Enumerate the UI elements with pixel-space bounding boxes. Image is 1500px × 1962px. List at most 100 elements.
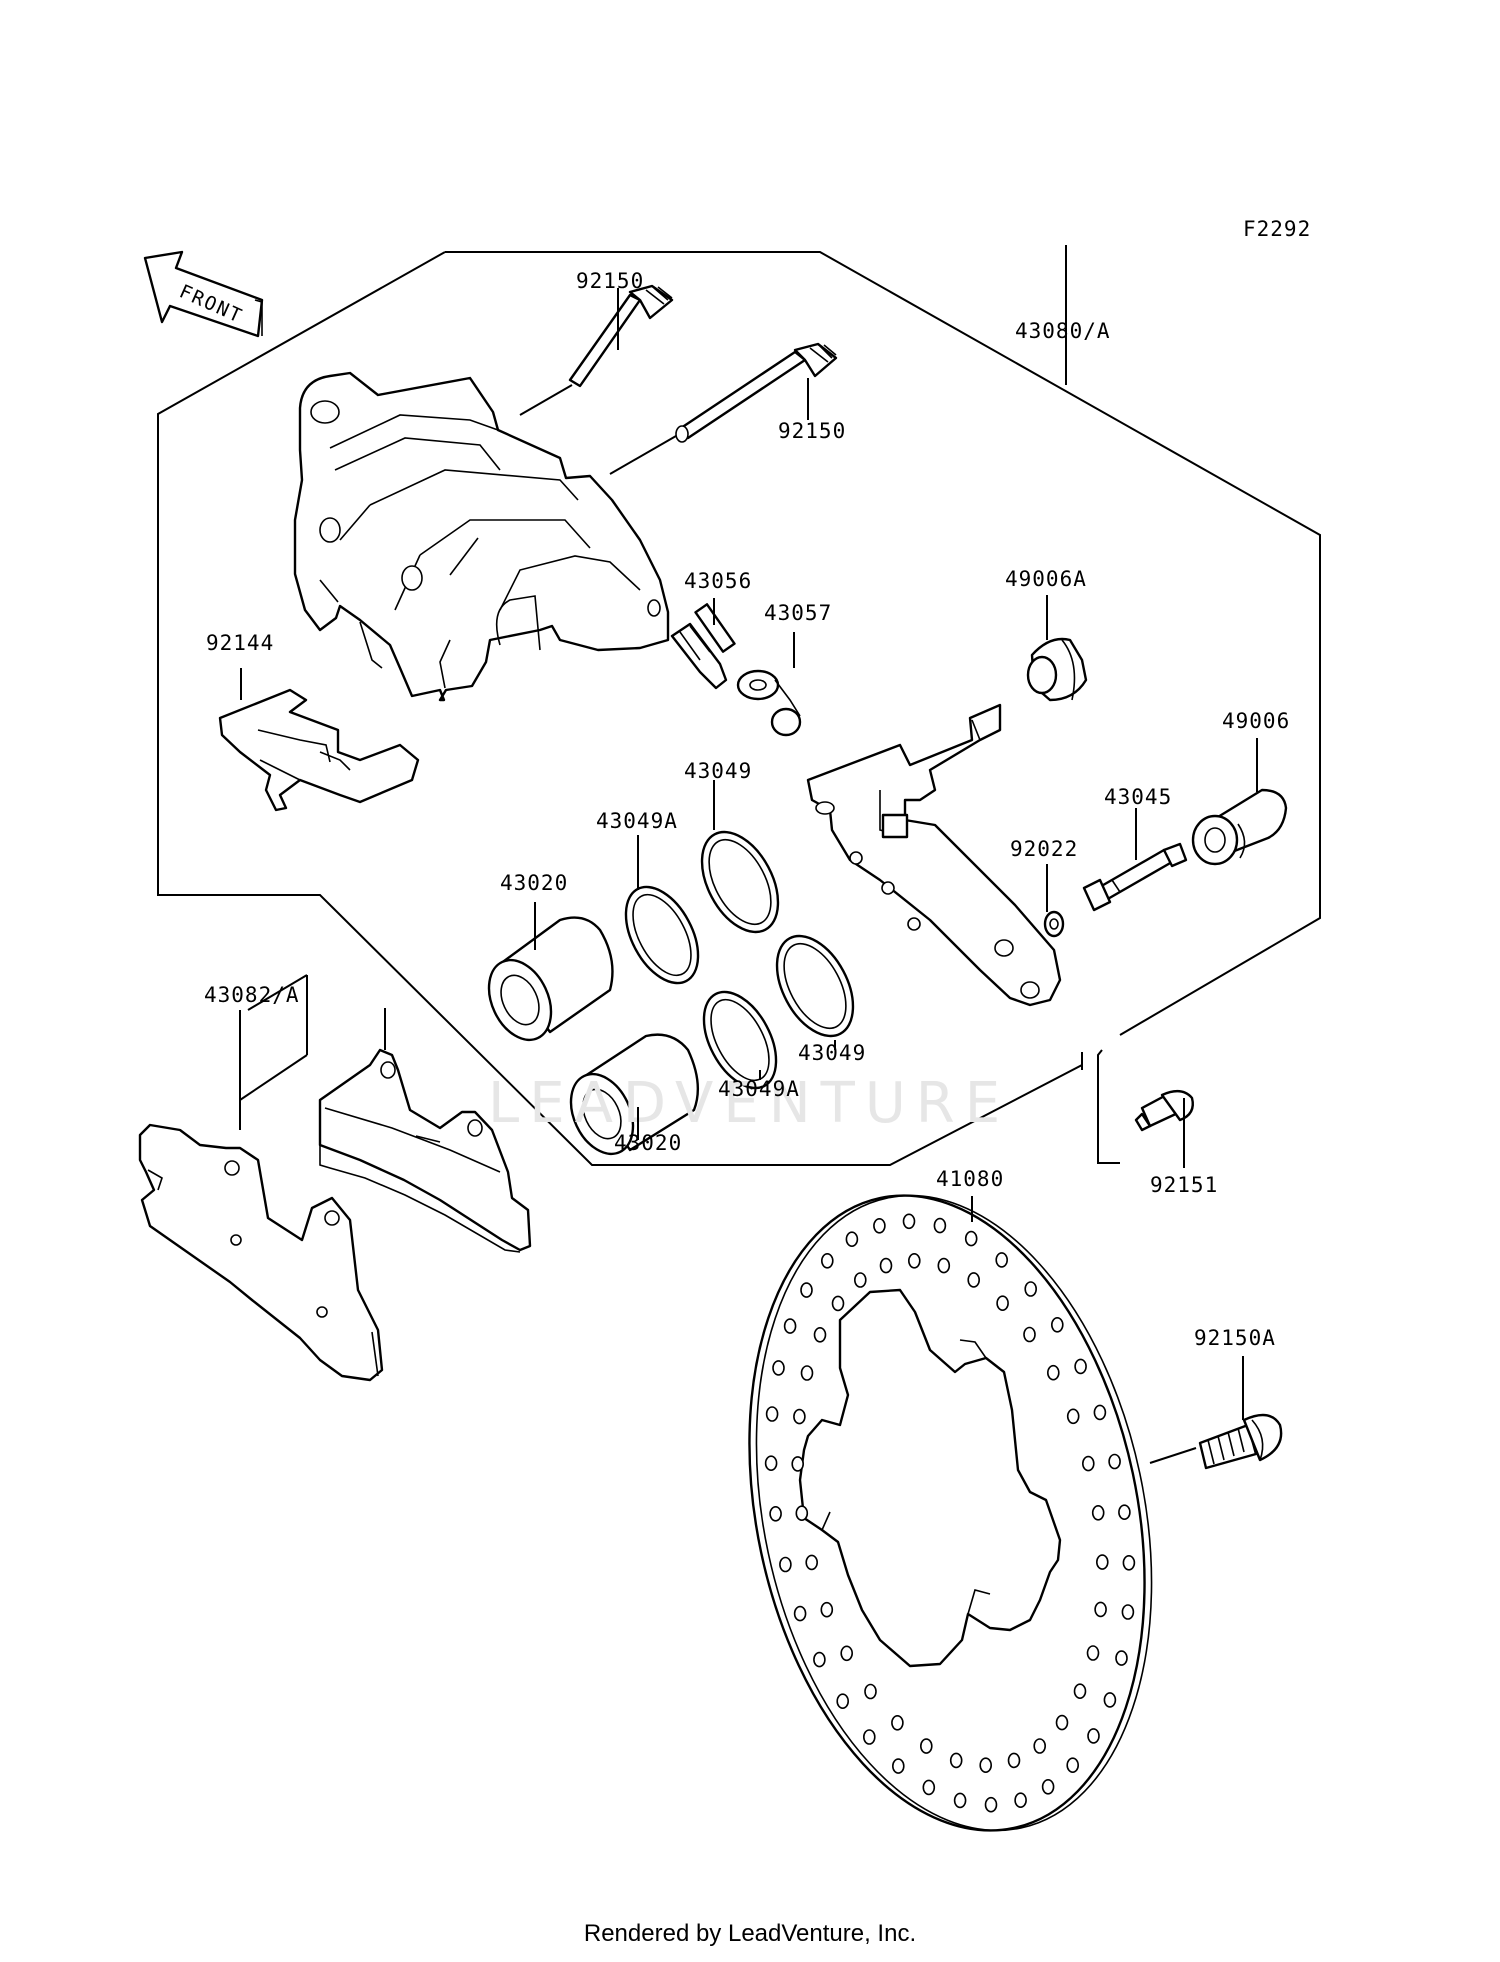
disc-hole [1082, 1455, 1095, 1472]
disc-hole [1122, 1555, 1136, 1571]
pad-leader [247, 974, 308, 1011]
disc-hole [845, 1231, 859, 1247]
callout-43056: 43056 [684, 569, 752, 593]
seal-43049a-upper [624, 885, 700, 985]
callout-49006a: 49006A [1005, 567, 1087, 591]
disc-hole [1033, 1738, 1046, 1754]
piston-lower [569, 1033, 700, 1156]
leader-line [609, 435, 677, 475]
disc-hole [805, 1554, 819, 1571]
piston-upper [487, 916, 614, 1042]
washer-92022-hole [1049, 918, 1059, 930]
callout-41080: 41080 [936, 1167, 1004, 1191]
callout-43020-lower: 43020 [614, 1131, 682, 1155]
callout-43045: 43045 [1104, 785, 1172, 809]
disc-hole [996, 1295, 1009, 1311]
disc-hole [953, 1792, 967, 1809]
disc-hole [831, 1295, 845, 1312]
disc-hole [813, 1651, 826, 1668]
disc-hole [907, 1253, 921, 1269]
disc-hole [1051, 1317, 1064, 1333]
callout-labels: 92150 92150 43080/A 43056 43057 49006A 9… [204, 269, 1289, 1350]
disc-hole [813, 1327, 827, 1343]
disc-hole [891, 1715, 904, 1731]
disc-hole [879, 1257, 893, 1274]
leader-line [519, 384, 573, 416]
disc-bolt [1198, 1413, 1283, 1470]
disc-hole [862, 1729, 876, 1745]
disc-hole [820, 1601, 834, 1618]
callout-43080: 43080/A [1015, 319, 1111, 343]
callout-43082: 43082/A [204, 983, 300, 1007]
disc-hole [836, 1693, 850, 1709]
disc-hole [1023, 1326, 1036, 1343]
disc-hole [1115, 1650, 1128, 1666]
disc-hole [933, 1217, 947, 1234]
brake-disc [748, 1194, 1153, 1832]
disc-hole [1007, 1752, 1021, 1769]
disc-hole [873, 1218, 886, 1234]
brake-pad-friction [318, 1048, 532, 1253]
disc-hole [1091, 1505, 1105, 1521]
disc-hole [864, 1683, 877, 1700]
disc-hole [1014, 1792, 1027, 1808]
caliper-assembly-outline [157, 251, 1321, 1166]
disc-hole [1096, 1554, 1109, 1570]
bolt-92151 [1134, 1090, 1194, 1132]
disc-hole [891, 1758, 905, 1774]
bleeder-valve [670, 603, 736, 690]
disc-hole [793, 1605, 807, 1622]
disc-hole [995, 1252, 1009, 1268]
disc-hole [793, 1408, 806, 1425]
disc-hole [1066, 1408, 1080, 1425]
boot-49006a [1026, 637, 1088, 702]
slide-pin-lower [675, 342, 838, 443]
disc-hole [840, 1645, 854, 1662]
disc-hole [820, 1253, 834, 1269]
disc-hole [853, 1272, 867, 1288]
disc-hole [1108, 1453, 1121, 1470]
seal-43049-lower [775, 934, 855, 1038]
caliper-body [293, 371, 670, 702]
seal-43049-upper [700, 830, 780, 934]
disc-hole [922, 1779, 936, 1796]
disc-hole [795, 1505, 809, 1521]
disc-hole [964, 1230, 978, 1247]
disc-hole [984, 1796, 998, 1813]
disc-hole [979, 1757, 993, 1773]
callout-92150-lower: 92150 [778, 419, 846, 443]
slide-pin-upper [568, 284, 674, 388]
disc-hole [783, 1318, 797, 1334]
disc-hole [1094, 1601, 1107, 1618]
callout-92022: 92022 [1010, 837, 1078, 861]
callout-43049-lower: 43049 [798, 1041, 866, 1065]
disc-hole [1055, 1714, 1069, 1731]
disc-hole [1087, 1728, 1100, 1744]
callout-92150-upper: 92150 [576, 269, 644, 293]
disc-hole [949, 1752, 963, 1769]
disc-hole [772, 1360, 785, 1376]
disc-hole [800, 1282, 813, 1298]
disc-vent-holes [764, 1213, 1136, 1813]
disc-hole [1121, 1604, 1135, 1620]
disc-hole [1093, 1404, 1107, 1421]
front-arrow-icon: FRONT [143, 250, 264, 338]
footer-credit: Rendered by LeadVenture, Inc. [583, 1920, 917, 1947]
disc-hole [1103, 1692, 1117, 1708]
watermark: LEADVENTURE [488, 1071, 1010, 1136]
figure-id: F2292 [1243, 217, 1311, 241]
disc-hole [937, 1257, 951, 1274]
callout-43020-upper: 43020 [500, 871, 568, 895]
disc-hole [902, 1213, 916, 1230]
callout-43049a-lower: 43049A [718, 1077, 800, 1101]
boot-49006 [1191, 788, 1288, 866]
callout-92150a: 92150A [1194, 1326, 1276, 1350]
callout-43057: 43057 [764, 601, 832, 625]
callout-leaders [240, 245, 1258, 1464]
disc-hole [800, 1365, 814, 1381]
callout-43049a-upper: 43049A [596, 809, 678, 833]
disc-hole [1086, 1645, 1100, 1661]
disc-hole [779, 1556, 792, 1573]
bracket-pin [1082, 842, 1188, 912]
